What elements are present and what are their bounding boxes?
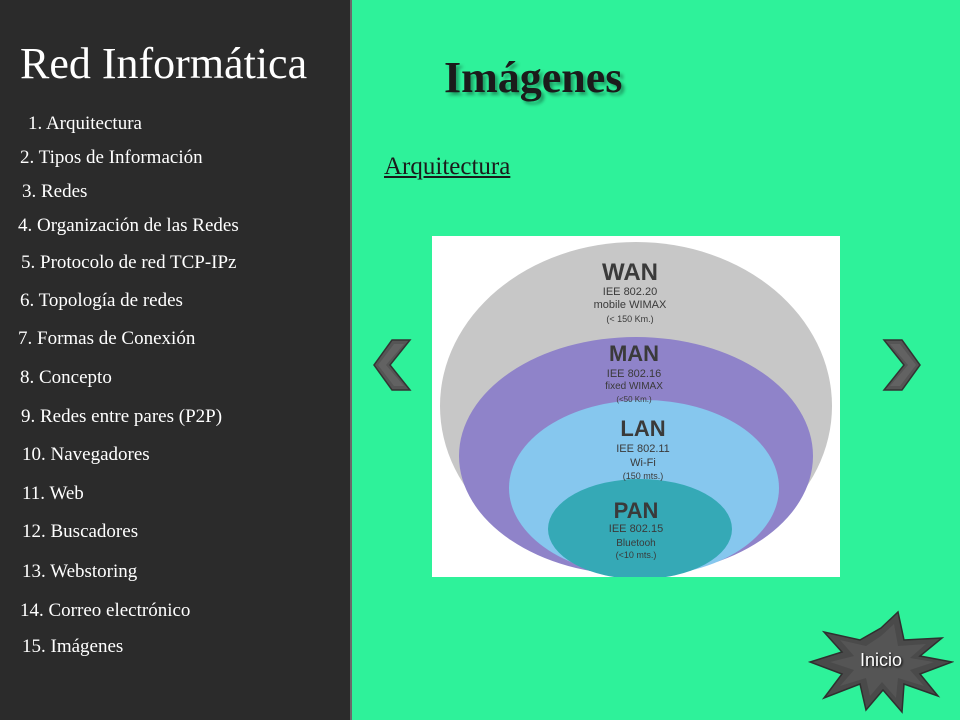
starburst-icon [807, 610, 955, 714]
wan-range: (< 150 Km.) [606, 314, 653, 324]
nav-item-buscadores[interactable]: 12. Buscadores [22, 521, 139, 542]
lan-technology: Wi-Fi [630, 457, 656, 469]
home-button[interactable]: Inicio [807, 610, 955, 714]
nav-item-correo[interactable]: 14. Correo electrónico [20, 600, 191, 621]
content-panel: Imágenes Arquitectura WAN IEE 802.20 mob… [350, 0, 960, 720]
nav-item-concepto[interactable]: 8. Concepto [20, 367, 112, 388]
lan-standard: IEE 802.11 [616, 443, 670, 455]
man-label: MAN [609, 341, 659, 366]
pan-range: (<10 mts.) [616, 550, 657, 560]
network-types-diagram: WAN IEE 802.20 mobile WIMAX (< 150 Km.) … [432, 236, 840, 579]
page-title: Imágenes [444, 53, 623, 102]
nav-item-organizacion-redes[interactable]: 4. Organización de las Redes [18, 215, 239, 236]
lan-range: (150 mts.) [623, 471, 664, 481]
wan-technology: mobile WIMAX [594, 299, 667, 311]
nav-item-webstoring[interactable]: 13. Webstoring [22, 561, 138, 582]
nav-item-web[interactable]: 11. Web [22, 483, 84, 504]
nav-item-tipos-de-informacion[interactable]: 2. Tipos de Información [20, 147, 203, 168]
wan-standard: IEE 802.20 [603, 286, 657, 298]
chevron-left-icon[interactable] [370, 336, 416, 399]
lan-label: LAN [620, 416, 665, 441]
man-technology: fixed WIMAX [605, 381, 663, 392]
nav-item-redes[interactable]: 3. Redes [22, 181, 88, 202]
app-title: Red Informática [20, 39, 308, 88]
nav-item-p2p[interactable]: 9. Redes entre pares (P2P) [21, 406, 223, 427]
nav-item-formas-conexion[interactable]: 7. Formas de Conexión [18, 328, 196, 349]
man-range: (<50 Km.) [616, 395, 652, 404]
pan-technology: Bluetooh [616, 538, 655, 549]
pan-label: PAN [614, 498, 659, 523]
section-link-arquitectura[interactable]: Arquitectura [384, 153, 511, 180]
nav-item-topologia[interactable]: 6. Topología de redes [20, 290, 183, 311]
wan-label: WAN [602, 259, 658, 286]
sidebar: Red Informática 1. Arquitectura 2. Tipos… [0, 0, 350, 720]
nav-item-imagenes[interactable]: 15. Imágenes [22, 636, 124, 657]
nav-item-arquitectura[interactable]: 1. Arquitectura [28, 113, 142, 134]
chevron-right-icon[interactable] [878, 336, 924, 399]
pan-ellipse [548, 479, 732, 579]
network-ellipses-svg: WAN IEE 802.20 mobile WIMAX (< 150 Km.) … [440, 242, 832, 579]
man-standard: IEE 802.16 [607, 368, 661, 380]
nav-item-protocolo-tcp-ip[interactable]: 5. Protocolo de red TCP-IPz [21, 252, 237, 273]
pan-standard: IEE 802.15 [609, 523, 663, 535]
home-button-label: Inicio [859, 650, 903, 670]
nav-item-navegadores[interactable]: 10. Navegadores [22, 444, 150, 465]
